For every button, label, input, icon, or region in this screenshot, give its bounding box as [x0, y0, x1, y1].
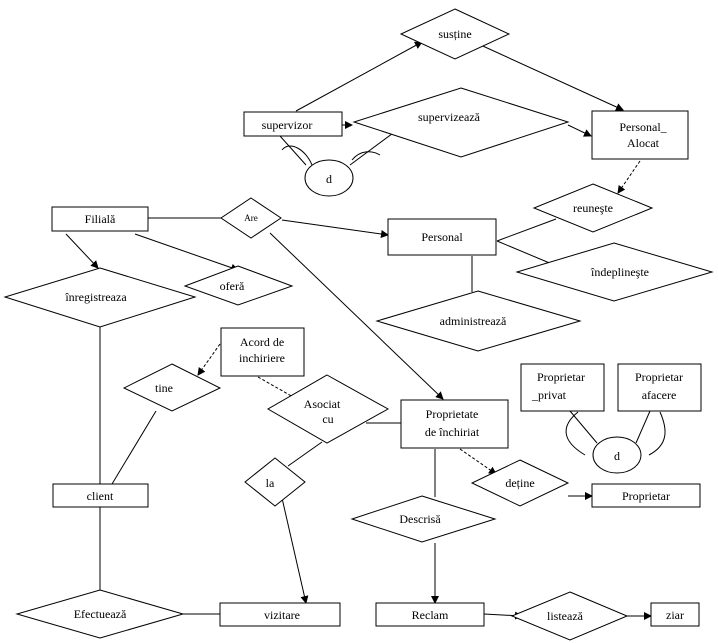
entity-acord-label-1: Acord de: [240, 335, 284, 349]
disjoint-circle-proprietar: d: [592, 436, 642, 474]
disjoint-label-left: d: [326, 172, 332, 186]
relationship-efectueaza: Efectuează: [15, 589, 185, 639]
relationship-asociat-cu: Asociat cu: [266, 374, 390, 444]
entity-proprietar-afacere-label-2: afacere: [642, 388, 677, 402]
entity-supervizor: supervizor: [243, 111, 343, 137]
entity-personal-alocat-label-2: Alocat: [627, 136, 660, 150]
entity-proprietar: Proprietar: [591, 483, 701, 508]
relationship-descrisa-label: Descrisă: [399, 512, 441, 526]
relationship-asociat-label-1: Asociat: [304, 397, 341, 411]
relationship-listeaza-label: listează: [547, 609, 584, 623]
entity-vizitare: vizitare: [219, 602, 341, 627]
entity-proprietar-privat: Proprietar _privat: [520, 363, 605, 412]
entity-personal: Personal: [387, 218, 497, 256]
relationship-are-label: Are: [244, 213, 258, 223]
entity-proprietate-de-inchiriat: Proprietate de închiriat: [400, 399, 509, 449]
entity-client: client: [52, 483, 149, 508]
relationship-tine: tine: [122, 363, 222, 412]
relationship-sustine-label: susține: [438, 27, 471, 41]
entity-proprietar-afacere: Proprietar afacere: [617, 363, 702, 412]
relationship-supervizeaza: supervizează: [352, 87, 570, 158]
entity-filiala-label: Filială: [85, 212, 116, 226]
relationship-la: la: [244, 457, 306, 507]
relationship-inregistreaza: înregistreaza: [3, 267, 197, 328]
connectors: [65, 41, 666, 620]
relationship-supervizeaza-label: supervizează: [418, 110, 481, 124]
disjoint-circle-supervizor: d: [304, 159, 354, 197]
entity-filiala: Filială: [51, 206, 149, 232]
relationship-reuneste: reuneşte: [532, 183, 654, 233]
relationship-sustine: susține: [399, 8, 511, 60]
relationship-descrisa: Descrisă: [350, 495, 497, 543]
entity-vizitare-label: vizitare: [264, 608, 300, 622]
entity-proprietar-privat-label-2: _privat: [531, 388, 567, 402]
entity-ziar: ziar: [650, 602, 700, 627]
entity-personal-alocat: Personal_ Alocat: [591, 110, 689, 160]
relationship-listeaza: listează: [510, 591, 629, 641]
entity-acord-label-2: inchiriere: [239, 351, 285, 365]
entity-personal-label: Personal: [421, 230, 463, 244]
entity-proprietate-label-1: Proprietate: [426, 407, 479, 421]
relationship-indeplineste: îndeplineşte: [515, 242, 714, 302]
entity-supervizor-label: supervizor: [262, 118, 313, 132]
relationship-are: Are: [220, 197, 282, 239]
relationship-detine: deține: [470, 459, 570, 507]
relationship-efectueaza-label: Efectuează: [74, 607, 127, 621]
entity-personal-alocat-label-1: Personal_: [619, 120, 667, 134]
entity-proprietar-privat-label-1: Proprietar: [537, 370, 585, 384]
entity-acord-de-inchiriere: Acord de inchiriere: [220, 327, 305, 377]
entity-reclam: Reclam: [375, 602, 485, 627]
relationship-tine-label: tine: [155, 381, 173, 395]
relationship-ofera-label: oferă: [220, 279, 245, 293]
relationship-reuneste-label: reuneşte: [573, 201, 613, 215]
entity-client-label: client: [87, 489, 114, 503]
relationship-la-label: la: [266, 476, 275, 490]
entity-proprietar-label: Proprietar: [622, 489, 670, 503]
entity-ziar-label: ziar: [666, 608, 684, 622]
entity-reclam-label: Reclam: [412, 608, 449, 622]
relationship-detine-label: deține: [505, 476, 534, 490]
relationship-administreaza: administrează: [375, 290, 582, 352]
relationship-administreaza-label: administrează: [440, 314, 507, 328]
relationship-asociat-label-2: cu: [322, 412, 333, 426]
relationship-indeplineste-label: îndeplineşte: [590, 265, 649, 279]
relationship-inregistreaza-label: înregistreaza: [64, 290, 127, 304]
entity-proprietate-label-2: de închiriat: [425, 425, 480, 439]
entity-proprietar-afacere-label-1: Proprietar: [635, 370, 683, 384]
disjoint-label-right: d: [614, 449, 620, 463]
relationship-ofera: oferă: [183, 265, 294, 306]
